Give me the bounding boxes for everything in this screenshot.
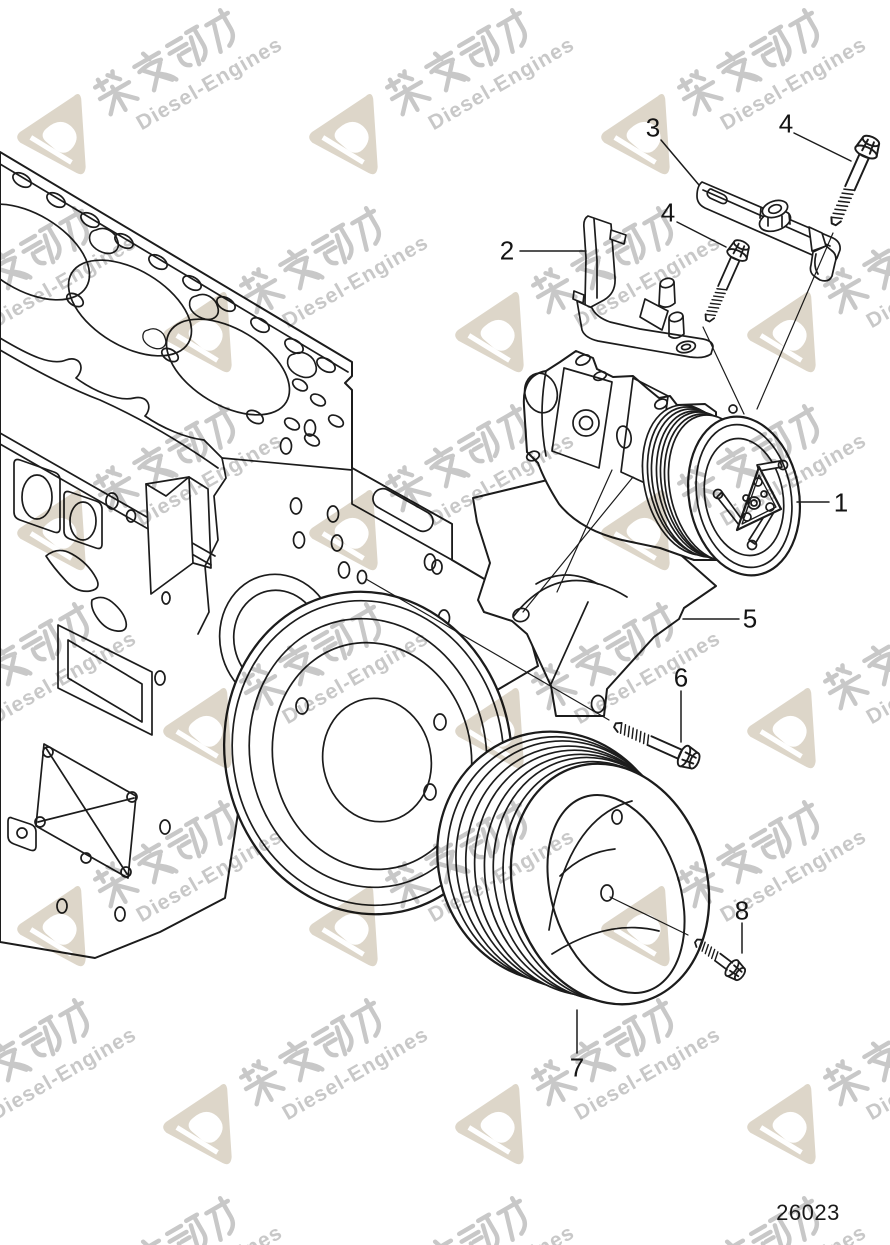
flange-bolt-4b: [697, 236, 754, 326]
figure-number: 26023: [776, 1200, 840, 1225]
compressor-bracket-upper: [572, 215, 714, 359]
flange-bolt-4a: [822, 131, 885, 231]
